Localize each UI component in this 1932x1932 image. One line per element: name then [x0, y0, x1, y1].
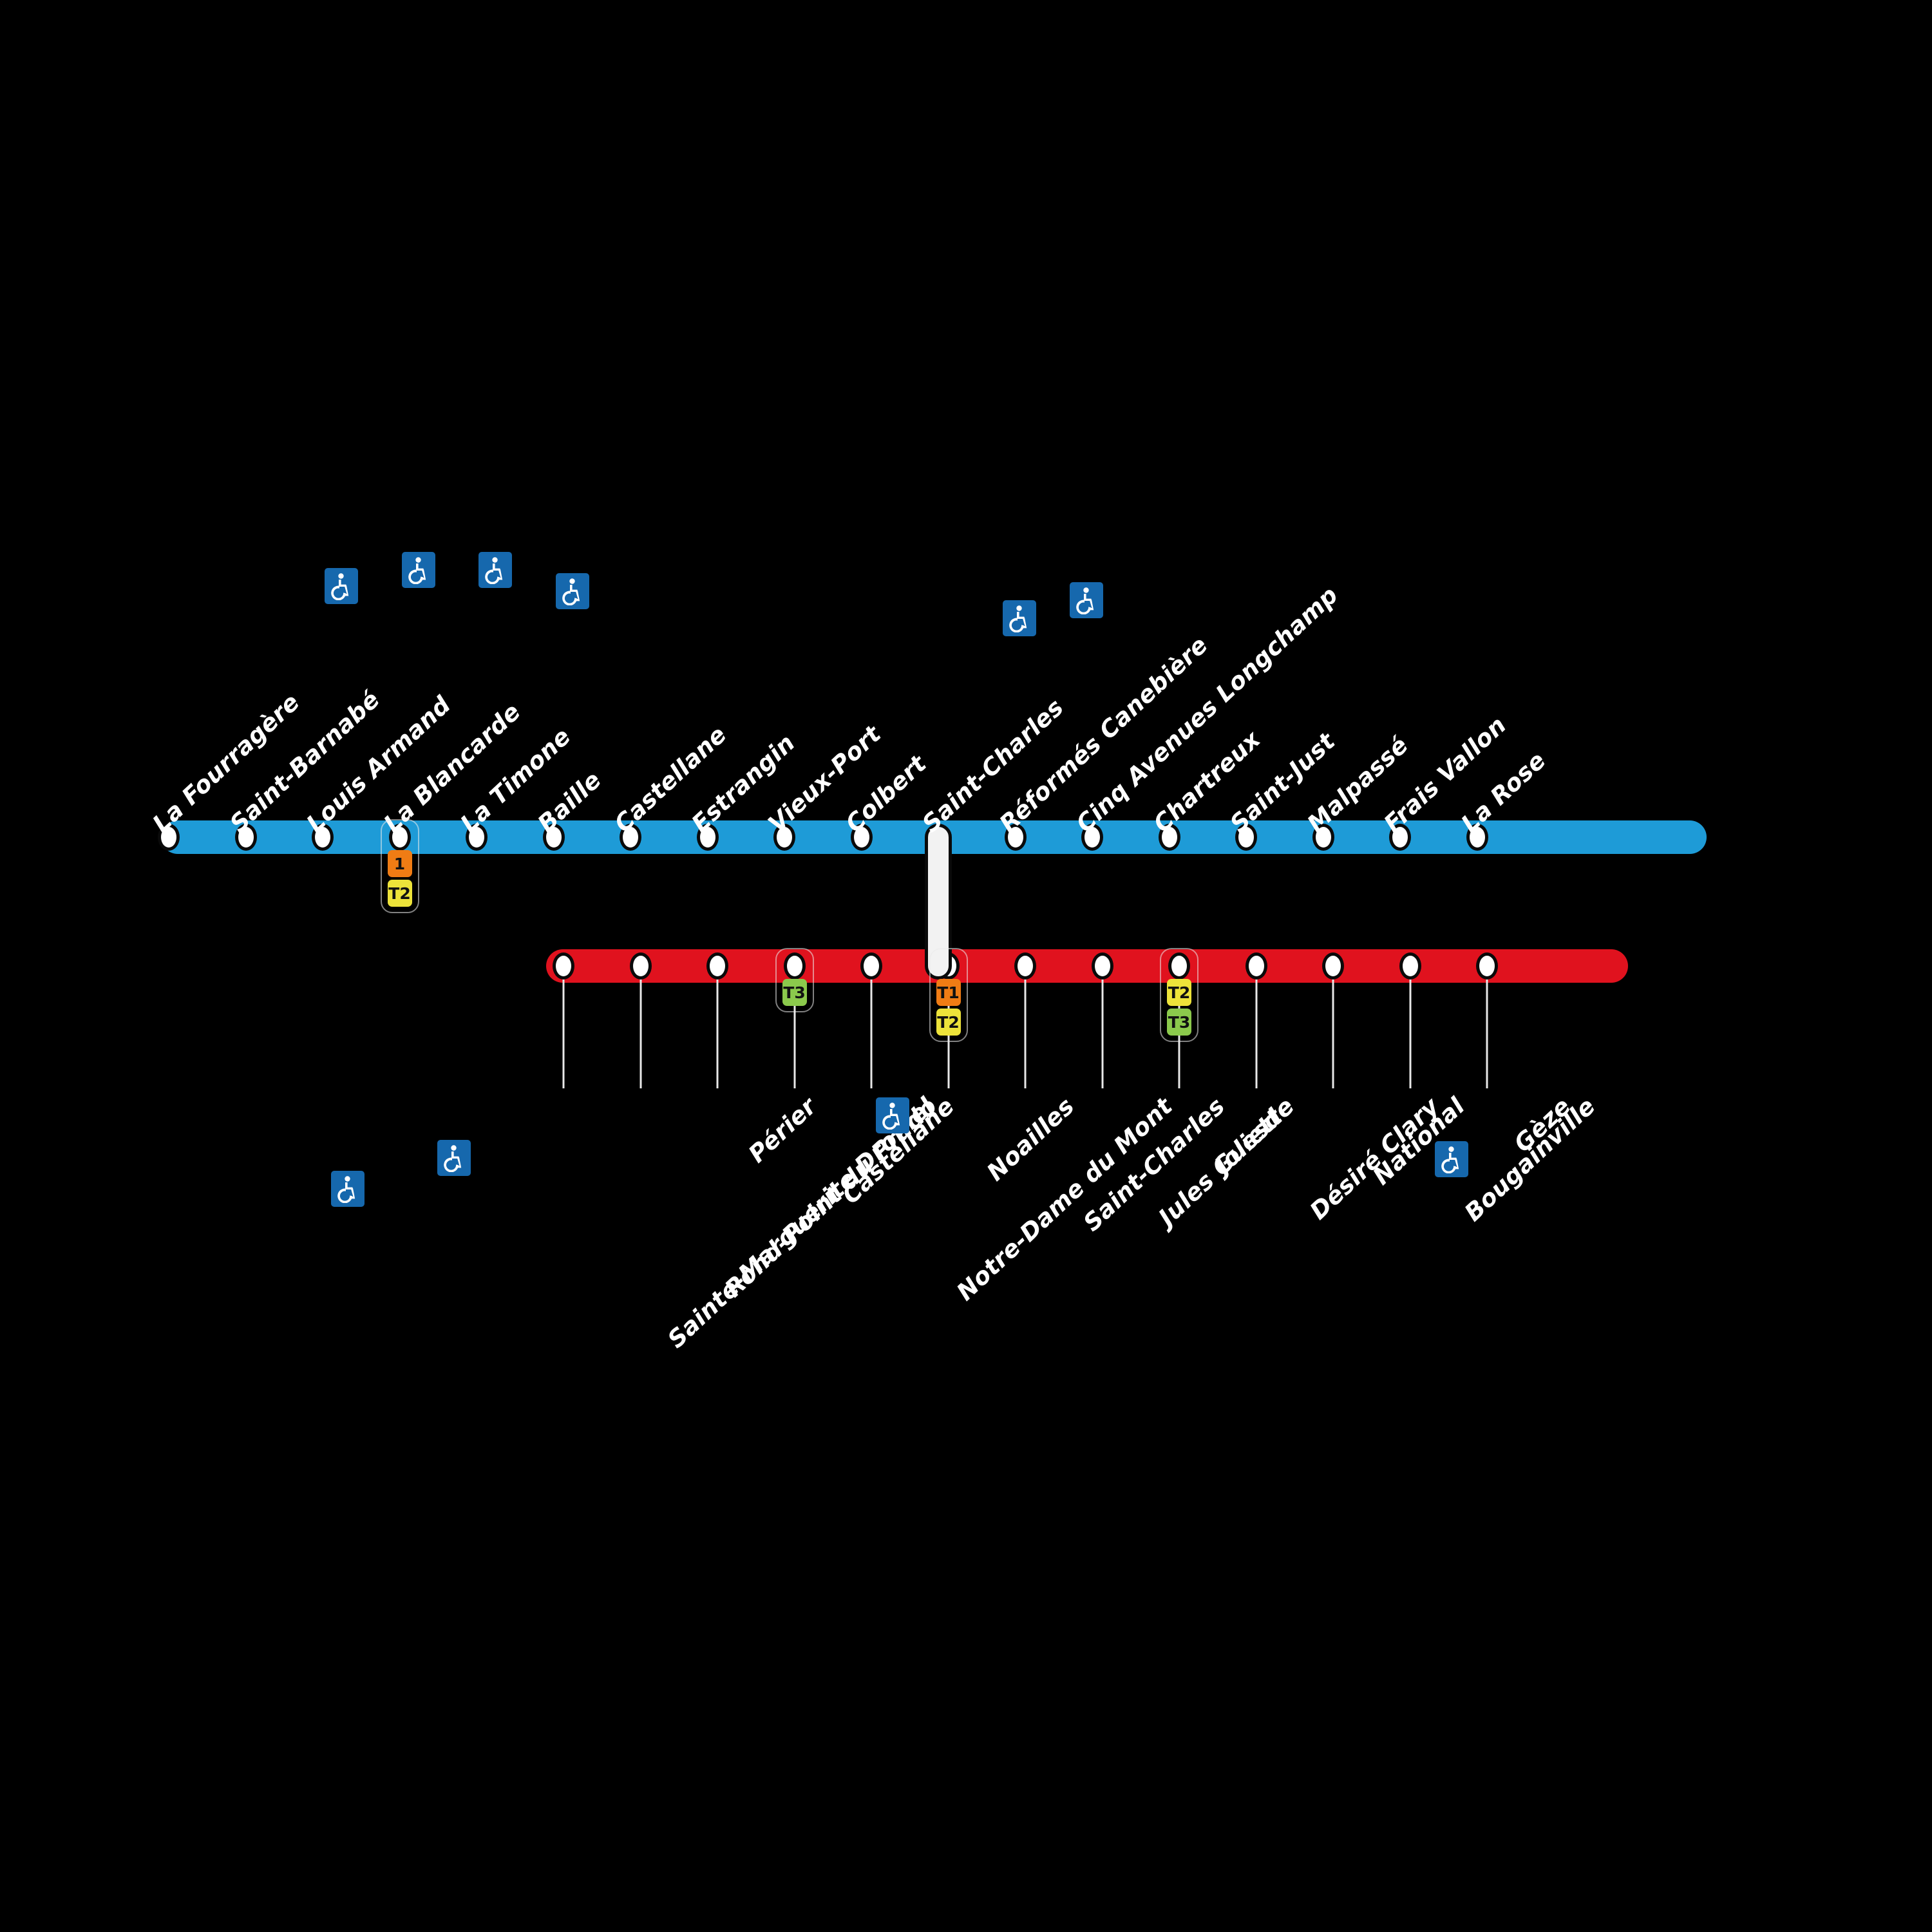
station-dot[interactable]	[1399, 952, 1421, 980]
station-leader-line	[793, 978, 795, 1088]
station-leader-line	[1409, 978, 1411, 1088]
station-leader-line	[1332, 978, 1334, 1088]
connection-badge[interactable]: T3	[782, 979, 807, 1006]
wheelchair-accessible-icon	[478, 552, 512, 588]
station-label: Louis Armand	[301, 690, 457, 838]
station-dot[interactable]	[783, 952, 806, 980]
connection-badge[interactable]: T1	[936, 979, 961, 1006]
station-dot[interactable]	[1004, 824, 1027, 851]
station-dot[interactable]	[312, 824, 334, 851]
station-leader-line	[716, 978, 719, 1088]
station-leader-line	[870, 978, 873, 1088]
wheelchair-accessible-icon	[325, 568, 358, 604]
connection-badge-group: T3	[775, 948, 814, 1012]
station-dot[interactable]	[696, 824, 719, 851]
wheelchair-accessible-icon	[876, 1097, 909, 1133]
station-dot[interactable]	[860, 952, 882, 980]
station-leader-line	[1024, 978, 1027, 1088]
connection-badge[interactable]: 1	[387, 850, 412, 877]
station-label: Périer	[743, 1092, 822, 1168]
station-leader-line	[1101, 978, 1103, 1088]
connection-badge[interactable]: T3	[1167, 1009, 1191, 1036]
connection-badge[interactable]: T2	[387, 880, 412, 907]
station-label: La Blancarde	[378, 697, 526, 838]
station-dot[interactable]	[620, 824, 641, 851]
wheelchair-accessible-icon	[401, 552, 435, 588]
station-dot[interactable]	[553, 952, 574, 980]
station-dot[interactable]	[1466, 824, 1488, 851]
station-dot[interactable]	[773, 824, 795, 851]
station-dot[interactable]	[1245, 952, 1267, 980]
station-dot[interactable]	[629, 952, 652, 980]
station-dot[interactable]	[158, 824, 180, 851]
station-dot[interactable]	[706, 952, 728, 980]
station-dot[interactable]	[1235, 824, 1257, 851]
station-leader-line	[1255, 978, 1257, 1088]
station-dot[interactable]	[1389, 824, 1411, 851]
wheelchair-accessible-icon	[1002, 600, 1036, 636]
station-dot[interactable]	[466, 824, 488, 851]
station-dot[interactable]	[1014, 952, 1036, 980]
station-dot[interactable]	[1158, 824, 1180, 851]
station-leader-line	[639, 978, 641, 1088]
station-dot[interactable]	[388, 824, 411, 851]
wheelchair-accessible-icon	[437, 1140, 471, 1176]
connection-badge[interactable]: T2	[936, 1009, 961, 1036]
station-dot[interactable]	[1091, 952, 1113, 980]
station-dot[interactable]	[1322, 952, 1344, 980]
wheelchair-accessible-icon	[1435, 1141, 1468, 1177]
station-dot[interactable]	[1476, 952, 1498, 980]
wheelchair-accessible-icon	[331, 1171, 365, 1207]
station-dot[interactable]	[850, 824, 873, 851]
station-label: Saint-Charles	[916, 693, 1069, 838]
wheelchair-accessible-icon	[555, 573, 589, 609]
station-leader-line	[562, 978, 565, 1088]
station-dot[interactable]	[542, 824, 565, 851]
wheelchair-accessible-icon	[1070, 582, 1103, 618]
station-leader-line	[1486, 978, 1488, 1088]
station-dot[interactable]	[1312, 824, 1334, 851]
station-label: Désiré Clary	[1304, 1092, 1444, 1226]
station-label: Bougainville	[1459, 1092, 1600, 1227]
station-label: Noailles	[981, 1092, 1079, 1187]
station-dot[interactable]	[234, 824, 257, 851]
station-dot[interactable]	[1168, 952, 1190, 980]
connection-badge[interactable]: T2	[1167, 979, 1191, 1006]
station-dot[interactable]	[1081, 824, 1103, 851]
